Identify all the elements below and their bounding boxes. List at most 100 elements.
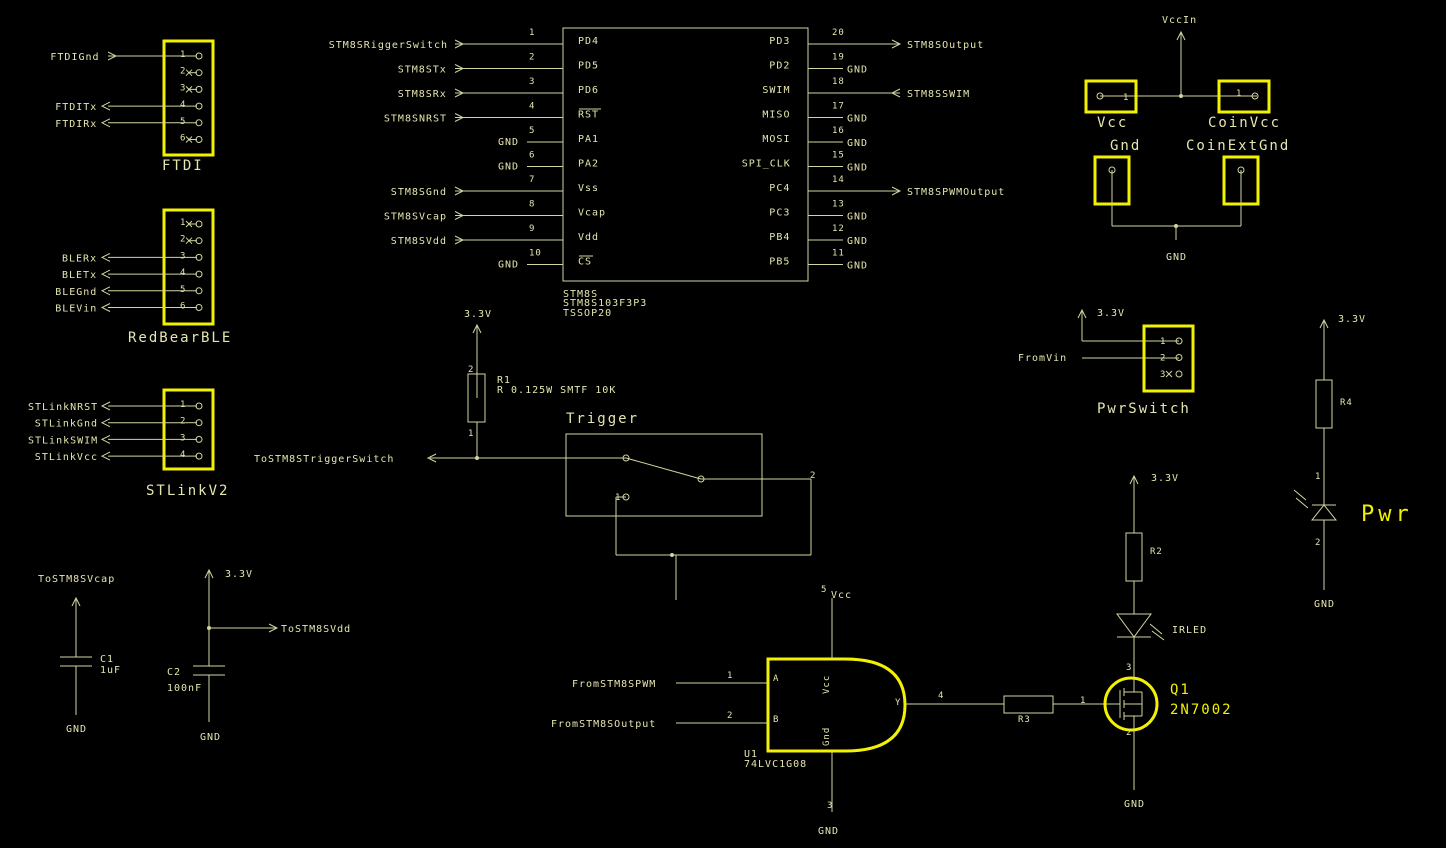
ir-led-diode — [1116, 613, 1152, 638]
c2-value: 100nF — [167, 683, 202, 694]
gate-part: 74LVC1G08 — [744, 759, 807, 770]
mcu-pin-name: PB5 — [769, 257, 790, 268]
header-net-label: STLinkSWIM — [28, 435, 98, 446]
mcu-net-label: GND — [498, 137, 519, 148]
mcu-net-label: STM8SOutput — [907, 40, 984, 51]
vcc-jumper — [1084, 79, 1138, 114]
mcu-pin-num: 10 — [529, 249, 542, 259]
mcu-net-label: STM8SRx — [398, 89, 447, 100]
mcu-pin-num: 14 — [832, 175, 845, 185]
mcu-net-label: GND — [498, 260, 519, 271]
header-pin-num: 3 — [180, 251, 186, 261]
mcu-pin-num: 3 — [529, 77, 535, 87]
header-pin-num: 2 — [180, 67, 186, 77]
mcu-net-label: STM8SVcap — [384, 212, 447, 223]
pwrswitch-title: PwrSwitch — [1097, 401, 1191, 417]
header-net-label: STLinkVcc — [35, 452, 98, 463]
trigger-net: ToSTM8STriggerSwitch — [254, 454, 394, 465]
mcu-pin-num: 4 — [529, 102, 535, 112]
pwrswitch-pin-num: 2 — [1160, 354, 1166, 364]
power-gnd: GND — [1166, 252, 1187, 263]
mcu-pin-num: 15 — [832, 151, 845, 161]
header-net-label: STLinkGnd — [35, 419, 98, 430]
header-pin-num: 6 — [180, 302, 186, 312]
pwrswitch-supply: 3.3V — [1097, 308, 1125, 319]
mcu-pin-num: 13 — [832, 200, 845, 210]
trigger-section: 3.3V 2 R1 R 0.125W SMTF 10K 1 ToSTM8STri… — [254, 309, 816, 600]
mcu-net-label: GND — [498, 162, 519, 173]
vccin-label: VccIn — [1162, 15, 1197, 26]
pwrled-gnd: GND — [1314, 599, 1335, 610]
header-net-label: BLEVin — [55, 304, 97, 315]
mcu-pin-num: 8 — [529, 200, 535, 210]
stlink-connector — [162, 388, 215, 471]
mcu-pin-name: PD4 — [578, 36, 599, 47]
mcu-pin-num: 19 — [832, 53, 845, 63]
q1-part: 2N7002 — [1170, 702, 1233, 718]
gate-gnd: GND — [818, 826, 839, 837]
mcu-pin-name: Vdd — [578, 232, 599, 243]
gate-vcc: Vcc — [831, 590, 852, 601]
mcu-net-label: STM8SPWMOutput — [907, 187, 1005, 198]
mcu-net-label: STM8SRiggerSwitch — [329, 40, 448, 51]
q1-mosfet — [1103, 676, 1159, 732]
r1-name: R1 — [497, 375, 511, 386]
svg-text:1: 1 — [1080, 696, 1086, 706]
c2-supply: 3.3V — [225, 569, 253, 580]
svg-text:Y: Y — [895, 698, 901, 708]
q1-name: Q1 — [1170, 682, 1191, 698]
svg-text:1: 1 — [1236, 89, 1242, 99]
pwrswitch-net: FromVin — [1018, 353, 1067, 364]
mcu-part: STM8S103F3P3 — [563, 298, 647, 309]
gate-in2-net: FromSTM8SOutput — [551, 719, 656, 730]
mcu-pin-num: 9 — [529, 224, 535, 234]
mcu-pin-name: RST — [578, 110, 599, 121]
stlink-header: 1STLinkNRST2STLinkGnd3STLinkSWIM4STLinkV… — [28, 388, 227, 499]
svg-text:1: 1 — [1315, 472, 1321, 482]
c2-gnd: GND — [200, 732, 221, 743]
mcu-pin-name: PA1 — [578, 134, 599, 145]
mcu-pin-num: 6 — [529, 151, 535, 161]
mcu-pin-name: Vcap — [578, 208, 606, 219]
mcu-pin-num: 17 — [832, 102, 845, 112]
irled-label: IRLED — [1172, 625, 1207, 636]
mcu-pin-num: 20 — [832, 28, 845, 38]
header-pin-num: 4 — [180, 268, 186, 278]
pwrswitch-connector — [1142, 324, 1195, 393]
svg-text:2: 2 — [1126, 728, 1132, 738]
mcu-net-label: STM8SNRST — [384, 114, 447, 125]
svg-text:Vcc: Vcc — [822, 675, 832, 694]
svg-text:1: 1 — [1123, 93, 1129, 103]
mcu-pin-num: 5 — [529, 126, 535, 136]
header-pin-num: 2 — [180, 235, 186, 245]
svg-text:2: 2 — [810, 471, 816, 481]
ir-gnd: GND — [1124, 799, 1145, 810]
r3-resistor — [1003, 695, 1054, 714]
and-gate-body — [766, 657, 907, 753]
mcu-pin-name: SPI_CLK — [742, 159, 791, 170]
svg-text:3: 3 — [827, 801, 833, 811]
mcu-net-label: GND — [847, 65, 868, 76]
svg-text:1: 1 — [468, 429, 474, 439]
r2-resistor — [1125, 532, 1143, 582]
mcu-pin-num: 7 — [529, 175, 535, 185]
header-net-label: FTDITx — [55, 102, 97, 113]
gnd-label: Gnd — [1110, 138, 1141, 154]
header-net-label: FTDIRx — [55, 119, 97, 130]
c1-net: ToSTM8SVcap — [38, 574, 115, 585]
header-pin-num: 4 — [180, 100, 186, 110]
header-net-label: FTDIGnd — [50, 52, 99, 63]
mcu-pin-num: 1 — [529, 28, 535, 38]
coinvcc-label: CoinVcc — [1208, 115, 1281, 131]
caps-section: ToSTM8SVcap C1 1uF GND 3.3V ToSTM8SVdd C… — [38, 568, 350, 743]
mcu-net-label: GND — [847, 261, 868, 272]
mcu-pin-num: 18 — [832, 77, 845, 87]
header-pin-num: 4 — [180, 450, 186, 460]
svg-text:2: 2 — [727, 711, 733, 721]
mcu-net-label: STM8STx — [398, 65, 447, 76]
svg-text:1: 1 — [615, 493, 621, 503]
mcu-net-label: GND — [847, 138, 868, 149]
svg-text:1: 1 — [727, 671, 733, 681]
power-jumpers: VccIn 1 1 Vcc CoinVcc Gnd CoinExtGnd GND — [1084, 15, 1288, 263]
